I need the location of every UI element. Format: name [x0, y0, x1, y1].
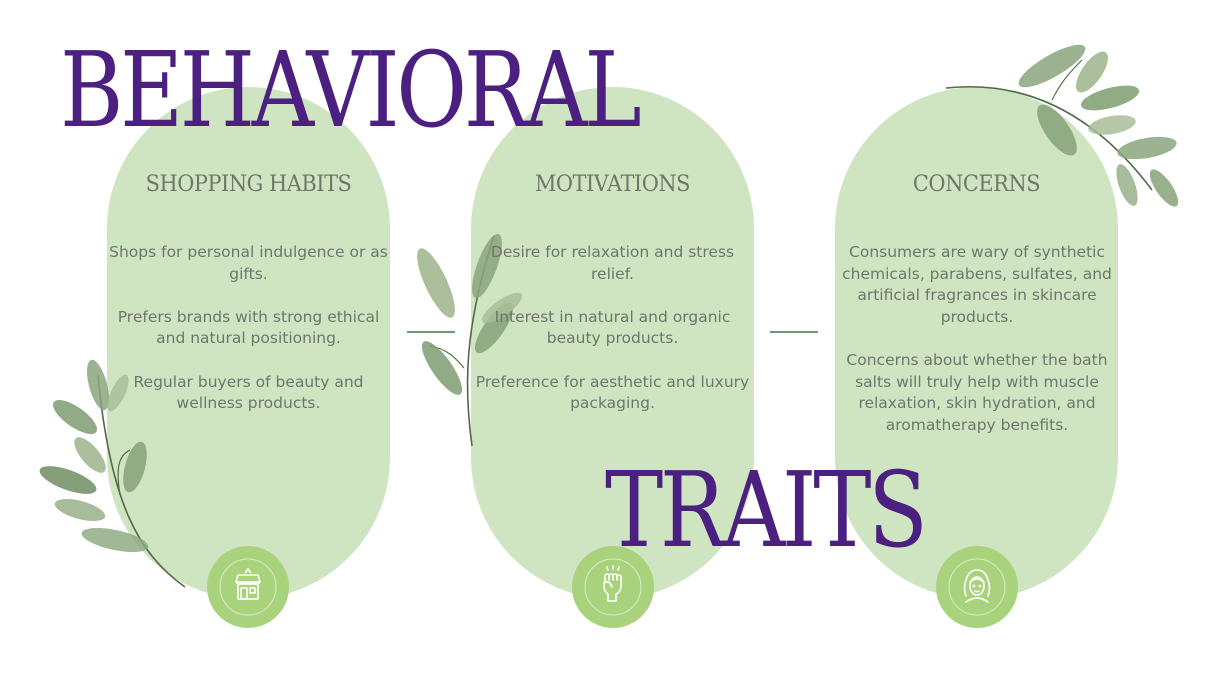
raised-fist-icon [584, 558, 642, 616]
heading-traits: TRAITS [605, 449, 928, 571]
shopping-habits-badge [207, 546, 289, 628]
leaf-branch-decoration-middle [417, 233, 522, 447]
shopping-habits-card [107, 87, 390, 599]
column-body-concerns: Consumers are wary of synthetic chemical… [842, 242, 1112, 458]
leaf-branch-decoration-left [39, 359, 186, 588]
column-title-motivations: MOTIVATIONS [534, 172, 691, 197]
motivations-point: Preference for aesthetic and luxury pack… [475, 372, 750, 413]
shopping-habits-point: Regular buyers of beauty and wellness pr… [133, 372, 364, 413]
column-body-motivations: Desire for relaxation and stress relief.… [471, 242, 754, 436]
concerns-badge [936, 546, 1018, 628]
heading-behavioral: BEHAVIORAL [60, 29, 642, 151]
motivations-point: Interest in natural and organic beauty p… [494, 307, 731, 348]
shopping-habits-point: Prefers brands with strong ethical and n… [117, 307, 380, 348]
leaf-branch-decoration-right [945, 44, 1179, 207]
motivations-card [471, 87, 754, 599]
connector-line [770, 331, 818, 333]
concerns-card [835, 87, 1118, 599]
column-title-concerns: CONCERNS [912, 172, 1041, 197]
concerns-point: Concerns about whether the bath salts wi… [846, 350, 1108, 434]
motivations-point: Desire for relaxation and stress relief. [490, 243, 735, 283]
column-body-shopping-habits: Shops for personal indulgence or as gift… [107, 242, 390, 436]
concerns-point: Consumers are wary of synthetic chemical… [842, 243, 1112, 326]
connector-line [407, 331, 455, 333]
motivations-badge [572, 546, 654, 628]
woman-face-icon [948, 558, 1006, 616]
column-title-shopping-habits: SHOPPING HABITS [145, 172, 352, 197]
storefront-icon [219, 558, 277, 616]
shopping-habits-point: Shops for personal indulgence or as gift… [109, 243, 388, 283]
